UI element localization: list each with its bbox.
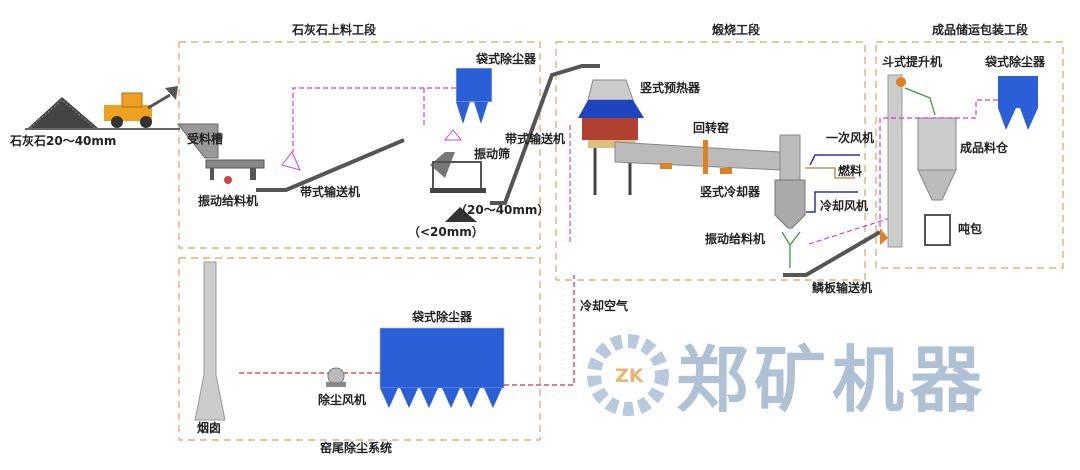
dust-line-5 xyxy=(879,99,998,230)
wheel-loader-icon xyxy=(104,86,178,128)
rotary-kiln-icon xyxy=(614,140,781,174)
chimney-icon xyxy=(194,261,226,421)
label-vibrating-feeder-1: 振动给料机 xyxy=(198,193,258,208)
vibrating-screen-icon xyxy=(430,152,486,193)
belt-conveyor-1 xyxy=(256,138,405,192)
bag-filter-3-icon xyxy=(379,327,505,408)
apron-conveyor xyxy=(783,230,882,277)
label-bag-filter-3: 袋式除尘器 xyxy=(411,309,473,324)
section-product-packaging xyxy=(875,41,1064,269)
fine-stone-pile-icon xyxy=(445,207,477,222)
elevator-discharge-line xyxy=(904,87,936,116)
vertical-preheater-icon xyxy=(578,79,644,195)
label-vibrating-screen: 振动筛 xyxy=(474,146,510,161)
label-fuel: 燃料 xyxy=(838,163,862,178)
label-vertical-preheater: 竖式预热器 xyxy=(640,80,701,95)
label-chimney: 烟囱 xyxy=(197,420,221,435)
watermark-logo-text: ZK xyxy=(615,365,645,387)
label-bagging: 吨包 xyxy=(958,221,982,236)
section-title-limestone: 石灰石上料工段 xyxy=(291,22,377,37)
watermark-logo: ZK xyxy=(587,334,669,416)
product-silo-icon xyxy=(917,117,957,246)
label-size-fine: （<20mm） xyxy=(408,224,484,239)
label-vibrating-feeder-2: 振动给料机 xyxy=(705,231,765,246)
section-calcination xyxy=(555,41,866,281)
limestone-pile-icon xyxy=(28,97,98,128)
label-belt-conveyor-2: 带式输送机 xyxy=(505,131,565,146)
label-size-coarse: （20～40mm） xyxy=(455,202,549,217)
watermark-text: 郑矿机器 xyxy=(676,338,988,422)
label-primary-fan: 一次风机 xyxy=(826,130,874,145)
section-kiln-tail-dust xyxy=(178,257,541,441)
label-belt-conveyor-1: 带式输送机 xyxy=(300,184,360,199)
label-product-silo: 成品料仓 xyxy=(960,140,1009,155)
bag-filter-2-icon xyxy=(998,76,1038,130)
label-cooling-fan: 冷却风机 xyxy=(820,198,868,213)
cooling-air-line xyxy=(806,191,858,213)
bucket-elevator-icon xyxy=(880,74,906,248)
label-cooling-air: 冷却空气 xyxy=(580,298,628,313)
receiving-hopper-icon xyxy=(176,123,219,159)
dust-line-3 xyxy=(805,217,891,246)
label-apron-conveyor: 鳞板输送机 xyxy=(812,280,872,295)
section-title-product: 成品储运包装工段 xyxy=(932,22,1029,37)
flue-gas-line-1 xyxy=(504,275,575,386)
bag-filter-1-icon xyxy=(455,67,493,124)
dust-fan-icon xyxy=(326,367,346,387)
vibrating-feeder-icon xyxy=(205,159,265,169)
dust-line-1 xyxy=(292,87,456,152)
section-limestone-feed xyxy=(178,41,541,249)
belt-conveyor-2 xyxy=(490,64,600,205)
label-bag-filter-2: 袋式除尘器 xyxy=(984,54,1046,69)
primary-air-line xyxy=(809,154,860,166)
section-title-kiln-tail: 窑尾除尘系统 xyxy=(320,440,392,455)
label-rotary-kiln: 回转窑 xyxy=(693,120,729,135)
label-bucket-elevator: 斗式提升机 xyxy=(882,54,942,69)
section-title-calcination: 煅烧工段 xyxy=(712,22,761,37)
label-dust-fan: 除尘风机 xyxy=(318,392,366,407)
vertical-cooler-icon xyxy=(774,134,806,268)
fuel-line xyxy=(805,167,855,179)
label-vertical-cooler: 竖式冷却器 xyxy=(700,184,761,199)
label-receiving-hopper: 受料槽 xyxy=(187,131,223,146)
label-bag-filter-1: 袋式除尘器 xyxy=(475,51,537,66)
label-limestone: 石灰石20～40mm xyxy=(9,133,116,148)
